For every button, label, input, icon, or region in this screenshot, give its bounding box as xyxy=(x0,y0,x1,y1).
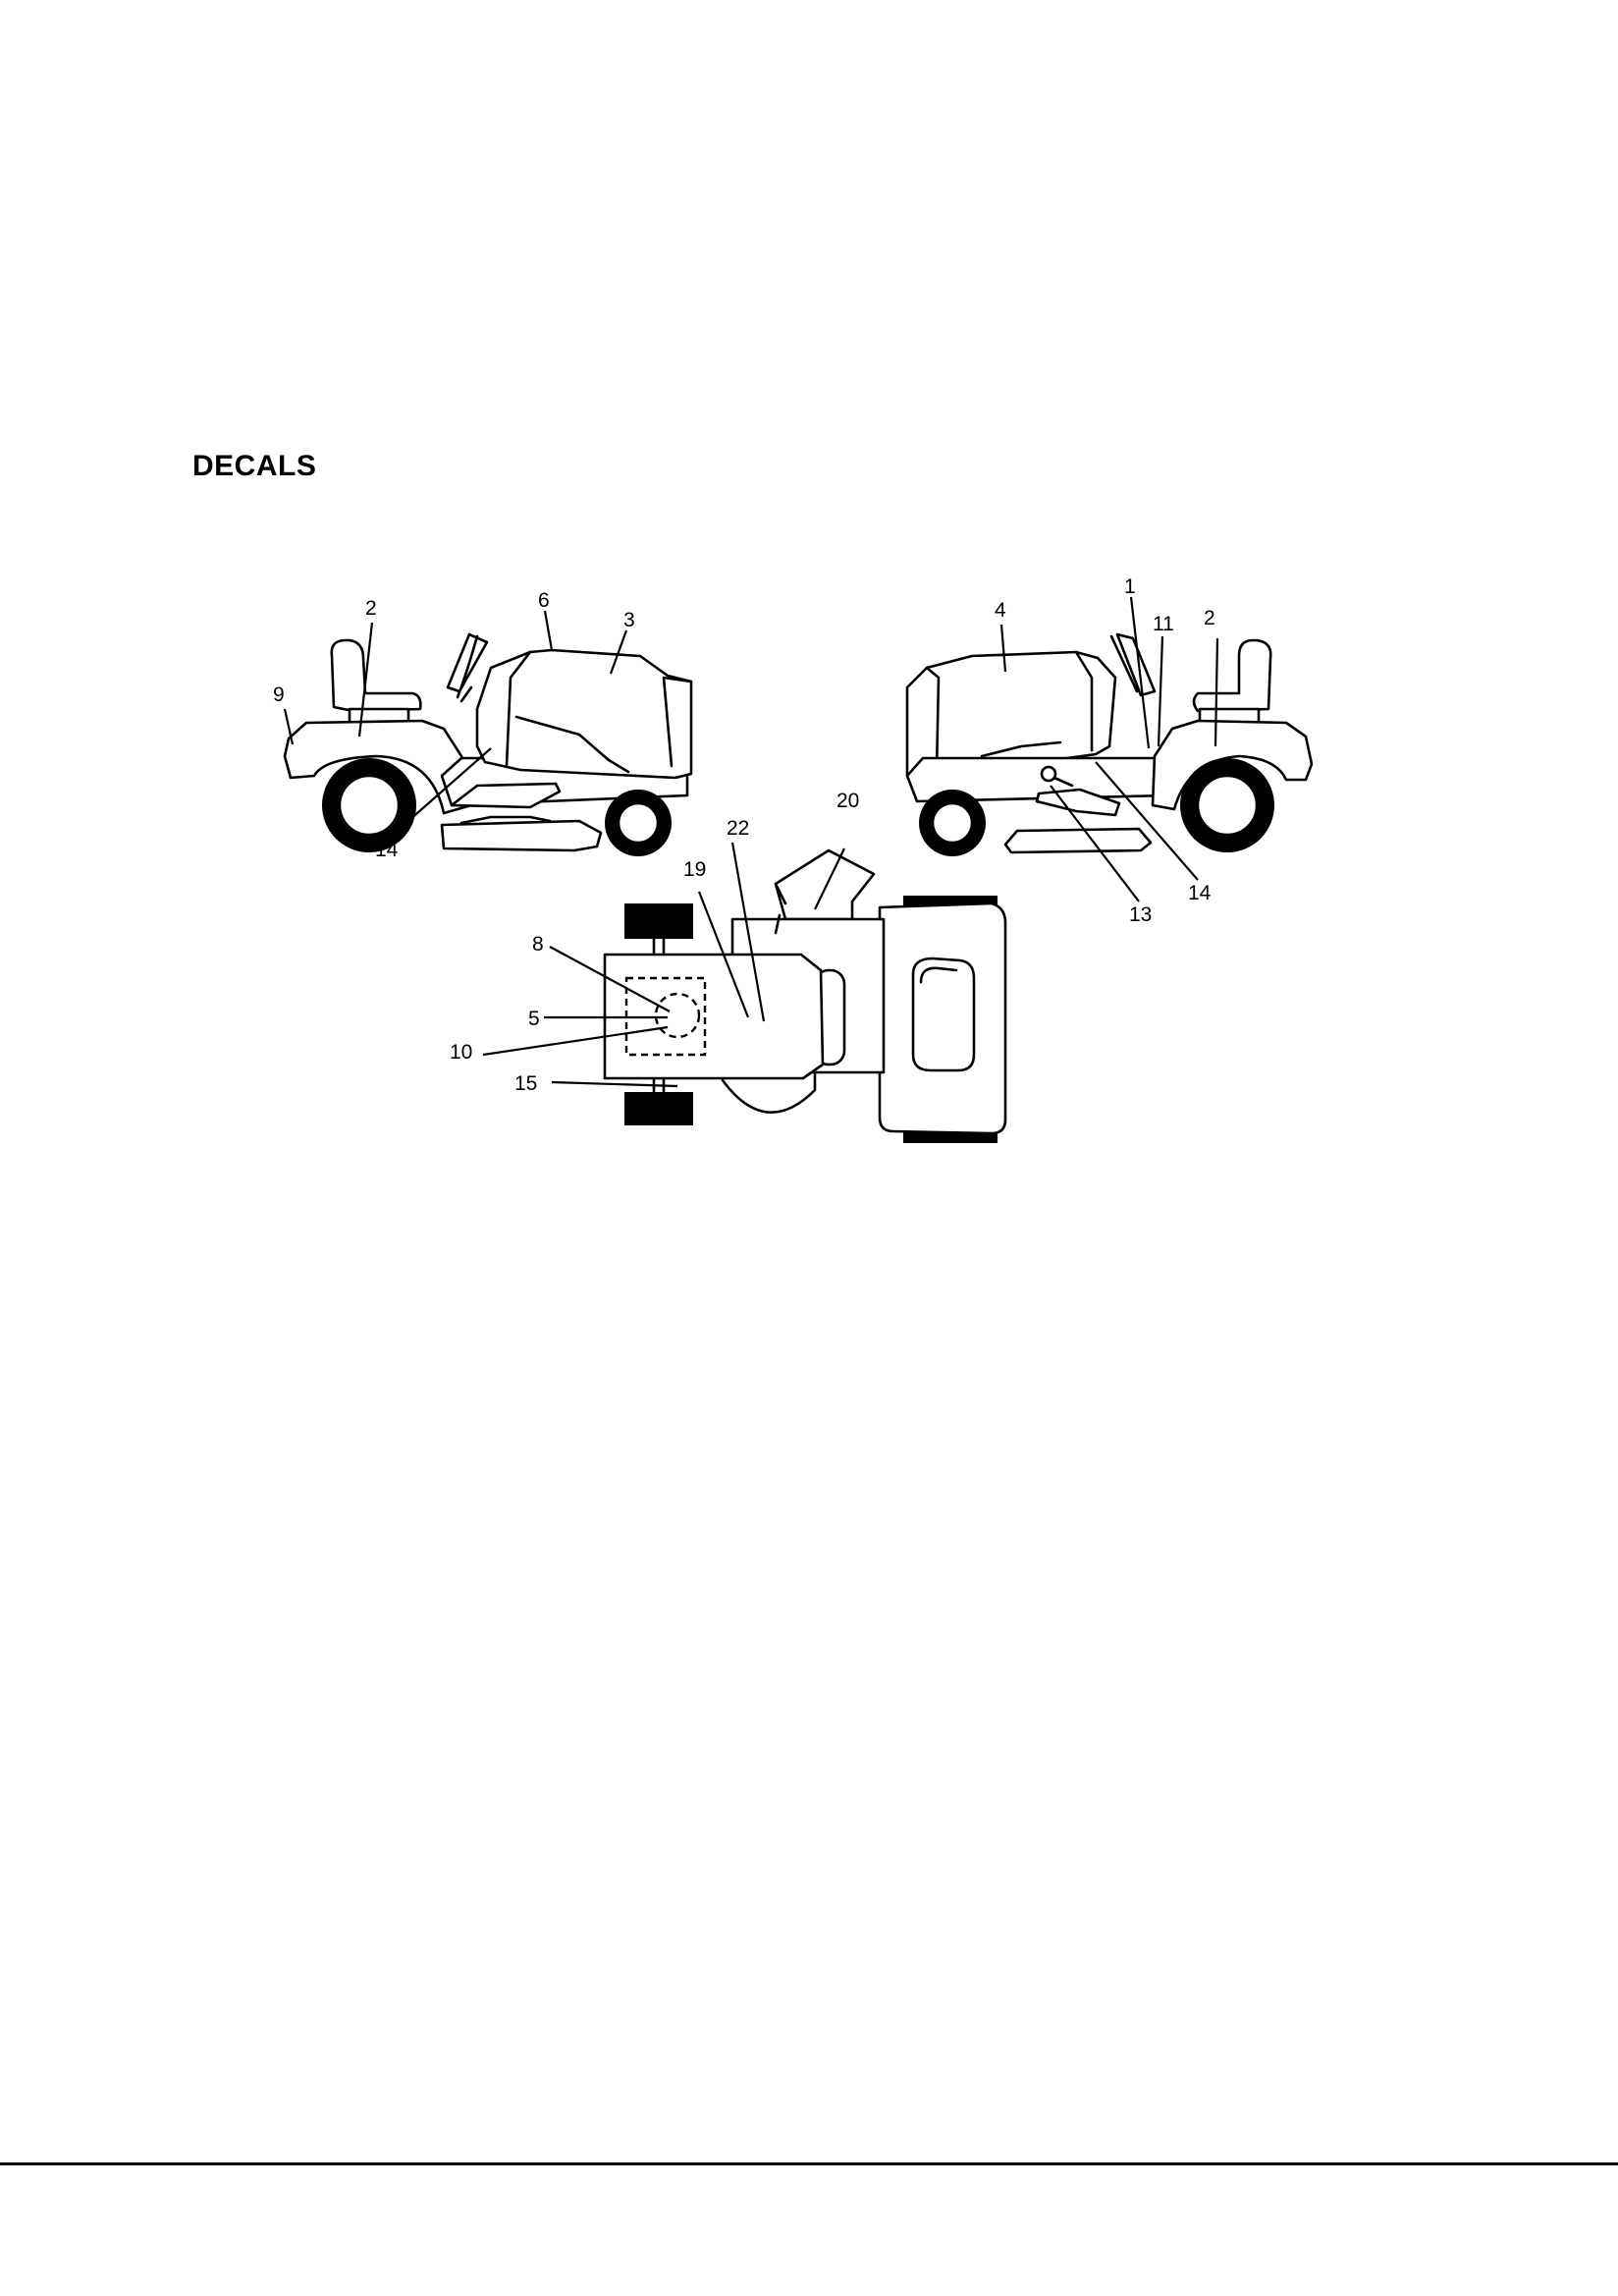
callout-left-9: 9 xyxy=(273,683,285,706)
callout-top-5: 5 xyxy=(528,1008,540,1030)
callout-right-14: 14 xyxy=(1188,882,1212,904)
tractor-right-side-view xyxy=(905,632,1314,856)
callout-top-20: 20 xyxy=(836,790,859,812)
right-rear-fender xyxy=(1151,719,1314,811)
tractor-top-view xyxy=(603,848,1007,1143)
tractor-left-side-view xyxy=(283,632,693,856)
callout-right-4: 4 xyxy=(995,599,1006,622)
callout-top-15: 15 xyxy=(514,1072,537,1095)
callout-left-3: 3 xyxy=(623,609,635,631)
right-seat xyxy=(1192,638,1272,713)
callout-top-8: 8 xyxy=(532,933,544,956)
callout-top-19: 19 xyxy=(683,858,706,881)
callout-right-2: 2 xyxy=(1204,607,1215,629)
callout-left-2: 2 xyxy=(365,597,377,620)
callout-left-6: 6 xyxy=(538,589,550,612)
leader-lines xyxy=(283,596,1219,1088)
page-title: DECALS xyxy=(192,450,317,482)
callout-right-1: 1 xyxy=(1124,575,1136,598)
left-seat xyxy=(330,638,422,713)
right-mower-deck xyxy=(1003,827,1153,854)
callout-labels: 2 6 3 9 14 4 1 11 2 13 14 22 20 19 8 5 1… xyxy=(273,575,1215,1095)
bottom-rule xyxy=(0,2162,1618,2165)
callout-right-11: 11 xyxy=(1153,613,1174,635)
top-hood xyxy=(603,953,825,1080)
discharge-chute xyxy=(774,848,876,921)
callout-left-14: 14 xyxy=(375,839,399,861)
left-mower-deck xyxy=(440,819,603,852)
callout-right-13: 13 xyxy=(1129,903,1152,926)
left-hood xyxy=(475,648,693,780)
callout-top-10: 10 xyxy=(450,1041,472,1064)
callout-top-22: 22 xyxy=(727,817,749,840)
